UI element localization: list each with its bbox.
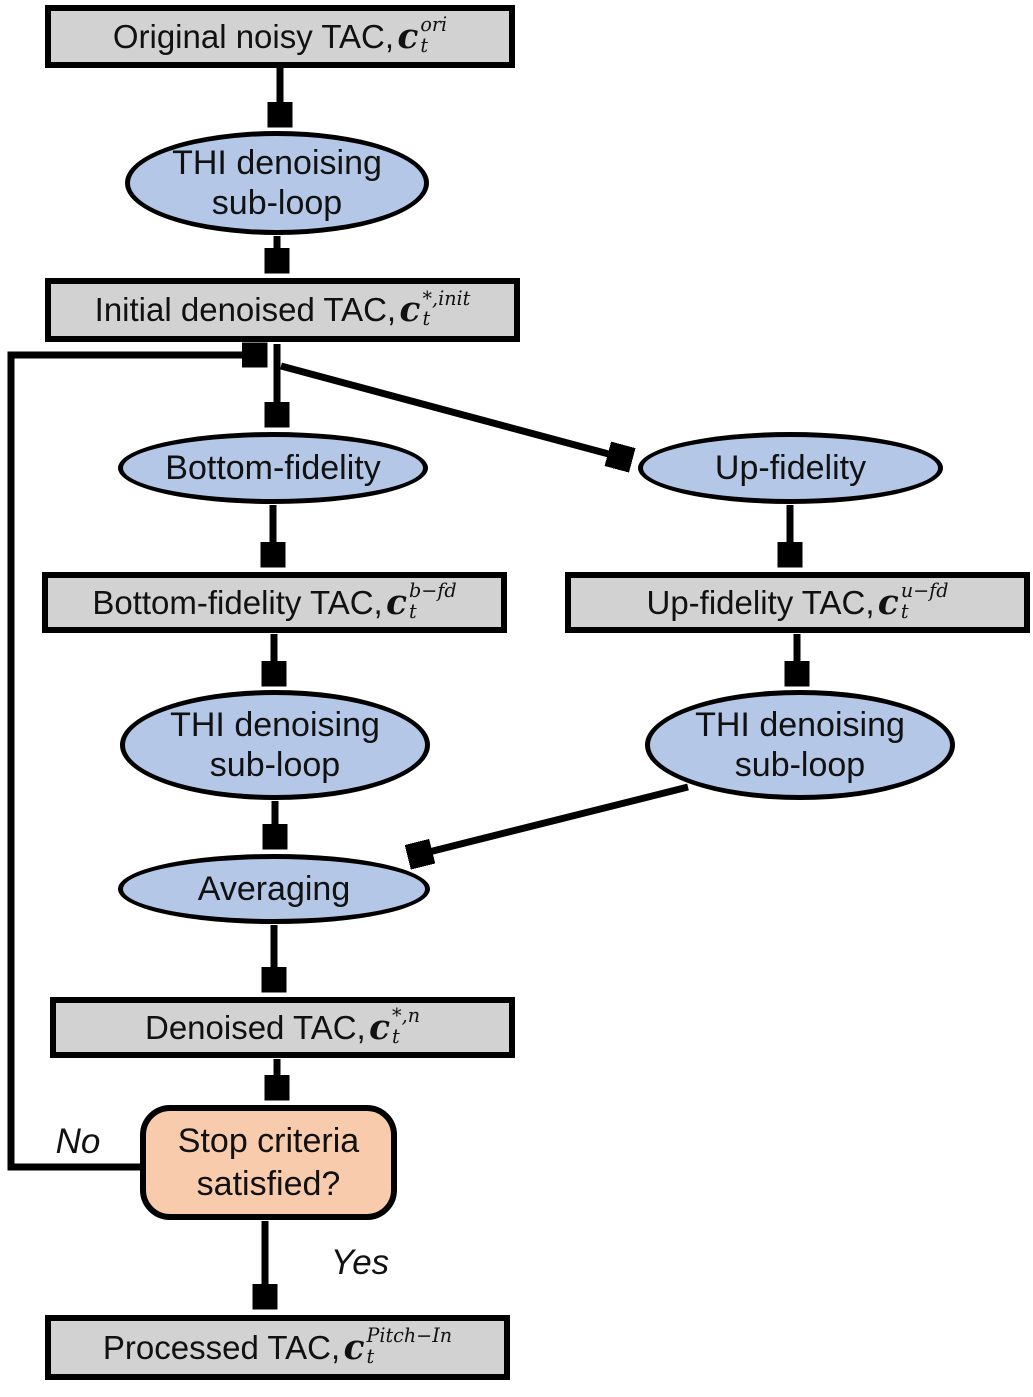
math-subscript: t	[900, 599, 909, 623]
node-label-line2: sub-loop	[209, 746, 341, 784]
node-label-line2: sub-loop	[211, 184, 343, 222]
arrow-junction-to-up-fidelity	[280, 362, 631, 460]
arrow-thi3-to-averaging	[409, 783, 689, 857]
math-superscript: *,n	[392, 1004, 421, 1028]
node-label-line2: satisfied?	[196, 1164, 341, 1203]
node-label-line1: Stop criteria	[177, 1122, 360, 1160]
math-subscript: t	[409, 599, 417, 623]
node-label-line1: THI denoising	[695, 705, 905, 744]
math-subscript: t	[392, 1024, 400, 1048]
edge-label-yes: Yes	[330, 1243, 390, 1282]
node-label: Up-fidelity	[714, 448, 867, 487]
node-thi-denoising-subloop-2: THI denoising sub-loop	[120, 690, 430, 800]
node-averaging: Averaging	[118, 854, 430, 924]
math-superscript: b−fd	[409, 579, 457, 603]
arrow-feedback-no-loop	[7, 355, 266, 1171]
node-label: Up-fidelity TAC,	[646, 583, 875, 621]
math-superscript: u−fd	[900, 579, 949, 603]
math-superscript: Pitch−In	[366, 1324, 453, 1348]
math-superscript: ori	[420, 13, 448, 37]
node-stop-criteria-decision: Stop criteria satisfied?	[140, 1105, 397, 1220]
node-label: Original noisy TAC,	[112, 17, 395, 55]
math-subscript: t	[420, 33, 429, 57]
math-subscript: t	[366, 1344, 375, 1368]
math-subscript: t	[422, 307, 431, 331]
node-label-line1: THI denoising	[172, 143, 382, 182]
node-up-fidelity: Up-fidelity	[638, 432, 943, 504]
node-thi-denoising-subloop-3: THI denoising sub-loop	[645, 690, 955, 800]
node-label-line1: THI denoising	[170, 705, 380, 744]
node-bottom-fidelity: Bottom-fidelity	[118, 432, 428, 504]
node-label: Averaging	[197, 869, 351, 908]
node-label: Bottom-fidelity TAC,	[92, 583, 383, 621]
node-label: Initial denoised TAC,	[94, 291, 397, 328]
node-thi-denoising-subloop-1: THI denoising sub-loop	[125, 131, 429, 235]
node-label: Bottom-fidelity	[165, 448, 381, 487]
node-label: Processed TAC,	[102, 1328, 341, 1366]
node-label-line2: sub-loop	[734, 746, 866, 784]
edge-label-no: No	[55, 1122, 101, 1161]
math-superscript: *,init	[422, 286, 471, 310]
node-label: Denoised TAC,	[144, 1008, 366, 1046]
